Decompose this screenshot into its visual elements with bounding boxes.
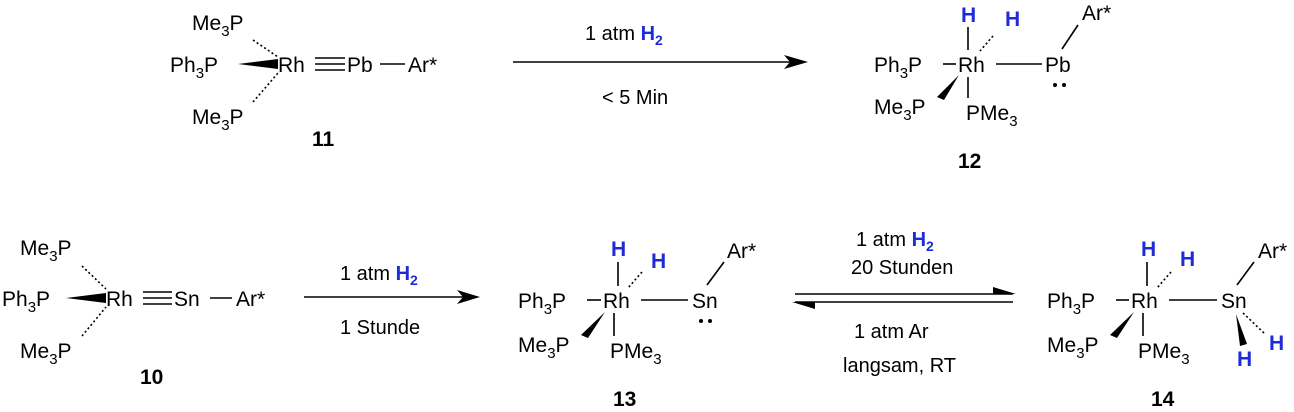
rh-label: Rh <box>278 54 305 77</box>
ar-label: Ar* <box>1258 240 1287 263</box>
arrow-head <box>784 55 808 69</box>
hydride-label: H <box>1237 348 1252 371</box>
ar-label: Ar* <box>727 240 756 263</box>
wedge-bond <box>937 75 959 100</box>
rh-label: Rh <box>1131 290 1158 313</box>
compound-number: 12 <box>958 150 981 173</box>
ar-label: Ar* <box>236 288 265 311</box>
ar-label: Ar* <box>408 54 437 77</box>
wedge-bond <box>238 59 278 69</box>
ph3p-label: Ph3P <box>518 290 566 318</box>
reagent-label: 1 atm H2 <box>340 263 418 288</box>
compound-14: H H Ar* Ph3P Rh Sn Me3P PMe3 H H 14 <box>1047 238 1287 411</box>
hashed-bond <box>81 306 107 337</box>
me3p-label: Me3P <box>20 340 72 368</box>
hashed-bond <box>252 72 279 103</box>
forward-arrow-half-head <box>993 287 1016 294</box>
reaction-arrow-top: 1 atm H2 < 5 Min <box>513 23 808 109</box>
hydride-label: H <box>1269 332 1284 355</box>
sn-label: Sn <box>174 288 200 311</box>
ph3p-label: Ph3P <box>170 54 218 82</box>
wedge-bond <box>1236 314 1247 346</box>
rh-label: Rh <box>106 288 133 311</box>
wedge-bond <box>1110 312 1134 338</box>
me3p-label: Me3P <box>20 237 72 265</box>
pme3-label: PMe3 <box>1138 340 1190 368</box>
pme3-label: PMe3 <box>610 340 662 368</box>
compound-number: 14 <box>1151 388 1175 411</box>
hashed-bond <box>627 271 643 289</box>
reverse-reagent-label: 1 atm Ar <box>854 321 929 343</box>
ph3p-label: Ph3P <box>1047 290 1095 318</box>
hydride-label: H <box>1141 238 1156 261</box>
me3p-label: Me3P <box>874 96 926 124</box>
lone-pair-dot <box>1062 83 1066 87</box>
single-bond <box>1236 261 1255 286</box>
single-bond <box>706 261 725 286</box>
ar-label: Ar* <box>1082 2 1111 25</box>
lone-pair-dot <box>699 319 703 323</box>
rh-label: Rh <box>603 290 630 313</box>
compound-10: Me3P Ph3P Rh Sn Ar* Me3P 10 <box>2 237 265 389</box>
ph3p-label: Ph3P <box>2 288 50 316</box>
hydride-label: H <box>651 250 666 273</box>
sn-label: Sn <box>692 290 718 313</box>
compound-12: H H Ar* Ph3P Rh Pb Me3P PMe3 12 <box>874 2 1111 173</box>
reagent-label: 1 atm H2 <box>856 229 934 254</box>
pme3-label: PMe3 <box>966 102 1018 130</box>
hydride-label: H <box>961 4 976 27</box>
hydride-label: H <box>611 238 626 261</box>
time-label: < 5 Min <box>602 87 668 109</box>
me3p-label: Me3P <box>192 106 244 134</box>
me3p-label: Me3P <box>192 12 244 40</box>
time-label: 20 Stunden <box>851 257 953 279</box>
single-bond <box>1061 24 1079 50</box>
time-label: 1 Stunde <box>340 317 420 339</box>
hashed-bond <box>81 265 107 290</box>
compound-13: H H Ar* Ph3P Rh Sn Me3P PMe3 13 <box>518 238 756 411</box>
compound-number: 13 <box>613 388 636 411</box>
rh-label: Rh <box>958 54 985 77</box>
pb-label: Pb <box>347 54 373 77</box>
hashed-bond <box>1156 271 1172 289</box>
reagent-label: 1 atm H2 <box>585 23 663 48</box>
wedge-bond <box>66 293 106 303</box>
hashed-bond <box>1242 312 1265 334</box>
compound-11: Me3P Ph3P Rh Pb Ar* Me3P 11 <box>170 12 437 151</box>
lone-pair-dot <box>1053 83 1057 87</box>
lone-pair-dot <box>708 319 712 323</box>
reverse-conditions-label: langsam, RT <box>843 355 956 377</box>
sn-label: Sn <box>1221 290 1247 313</box>
ph3p-label: Ph3P <box>874 54 922 82</box>
hashed-bond <box>252 39 279 58</box>
compound-number: 10 <box>140 366 163 389</box>
equilibrium-arrows: 1 atm H2 20 Stunden 1 atm Ar langsam, RT <box>792 229 1016 377</box>
hydride-label: H <box>1005 8 1020 31</box>
hashed-bond <box>979 35 994 52</box>
reverse-arrow-half-head <box>792 302 815 309</box>
me3p-label: Me3P <box>518 334 570 362</box>
me3p-label: Me3P <box>1047 334 1099 362</box>
reaction-arrow-bottom-left: 1 atm H2 1 Stunde <box>304 263 480 339</box>
compound-number: 11 <box>312 128 335 151</box>
wedge-bond <box>581 312 605 338</box>
arrow-head <box>457 290 480 304</box>
pb-label: Pb <box>1045 54 1071 77</box>
hydride-label: H <box>1180 248 1195 271</box>
